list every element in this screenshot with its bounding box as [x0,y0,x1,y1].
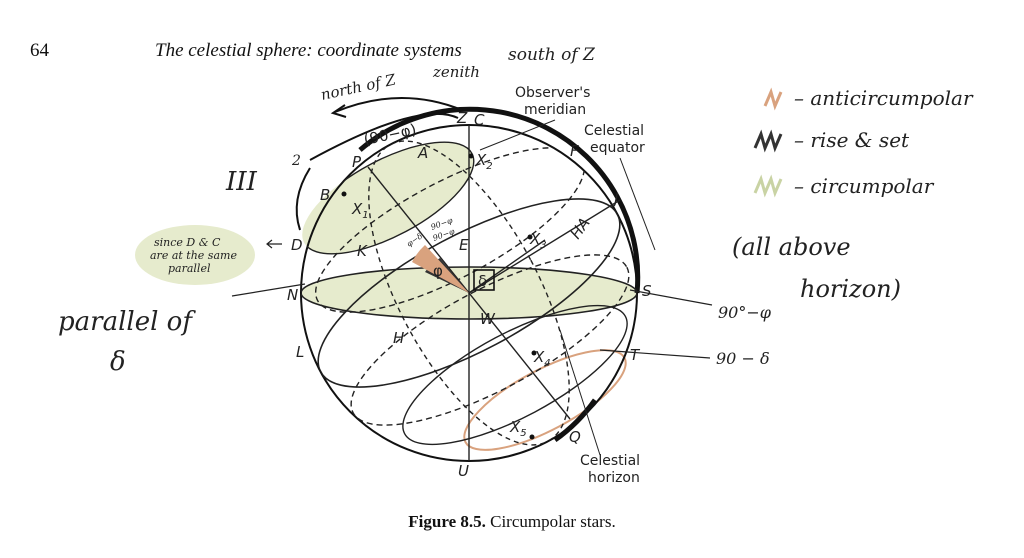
label-X1: X1 [351,200,369,221]
north-of-z-arrow [334,97,463,113]
label-L: L [296,343,304,361]
label-X2: X2 [475,151,493,172]
label-K: K [357,242,368,260]
label-E: E [459,236,469,254]
equator-leader [619,157,656,251]
label-S: S [642,282,652,300]
anticircumpolar-wedge [412,245,469,293]
caption-text: Circumpolar stars. [490,512,616,531]
d-arrow [266,239,282,249]
caption-label: Figure 8.5. [408,512,486,531]
legend-swatch-rise-set [753,129,783,153]
diurnal-circle-4 [402,304,628,446]
line-to-x3 [468,239,546,294]
label-Z: Z [456,109,468,127]
observers-meridian-arc [358,106,641,294]
annot-two: 2 [291,153,301,169]
annot-roman-three: III [225,167,258,197]
label-W: W [480,310,496,328]
label-C: C [474,111,485,129]
annot-ninety-phi: 90°−φ [718,303,772,322]
annot-zenith: zenith [432,63,480,81]
annot-since-note: since D & C are at the same parallel [150,236,240,275]
label-Q: Q [569,428,581,446]
point-X3 [527,234,533,240]
label-D: D [291,236,303,254]
label-T: T [630,346,641,364]
legend-anticircumpolar: – anticircumpolar [794,86,974,110]
label-H: H [393,329,404,347]
label-J: J [611,190,618,208]
page-number: 64 [30,40,49,61]
celestial-equator [317,198,621,388]
colatitude-arc [309,112,459,161]
label-X3: X3 [529,230,547,251]
ninety-delta-leader [599,349,711,359]
label-X4: X4 [533,348,551,369]
annot-ninety-delta: 90 − δ [716,349,770,368]
meridian-leader [479,119,556,151]
label-U: U [458,462,469,480]
figure-caption: Figure 8.5. Circumpolar stars. [0,512,1024,532]
brace-left [295,167,311,231]
diurnal-circle-3 [350,254,630,426]
ninety-phi-leader [629,289,713,306]
legend-circumpolar: – circumpolar [794,174,935,198]
since-note-highlight [135,225,255,285]
meridian-lower-arc [553,398,598,443]
legend-rise-set: – rise & set [794,128,910,152]
label-X5: X5 [509,418,527,439]
point-X2 [468,153,474,159]
annot-south-of-z: south of Z [508,45,596,65]
horizon-leader [559,329,601,456]
meridian-ellipse [368,140,570,446]
point-X4 [531,350,537,356]
point-X5 [529,434,535,440]
legend-swatch-circumpolar [753,174,783,198]
legend-swatch-anticircumpolar [763,87,783,111]
label-phi: φ [433,262,443,280]
label-B: B [320,186,330,204]
label-A: A [417,144,428,162]
north-arrowhead [330,104,347,118]
label-P: P [352,153,362,171]
label-F: F [570,142,579,160]
parallel-delta-leader [231,283,306,297]
label-delta: δ [478,272,487,290]
running-title: The celestial sphere: coordinate systems [155,40,462,61]
circumpolar-cap-shading [302,142,474,254]
delta-angle-box [473,269,495,291]
point-X1 [341,191,347,197]
label-N: N [287,286,298,304]
